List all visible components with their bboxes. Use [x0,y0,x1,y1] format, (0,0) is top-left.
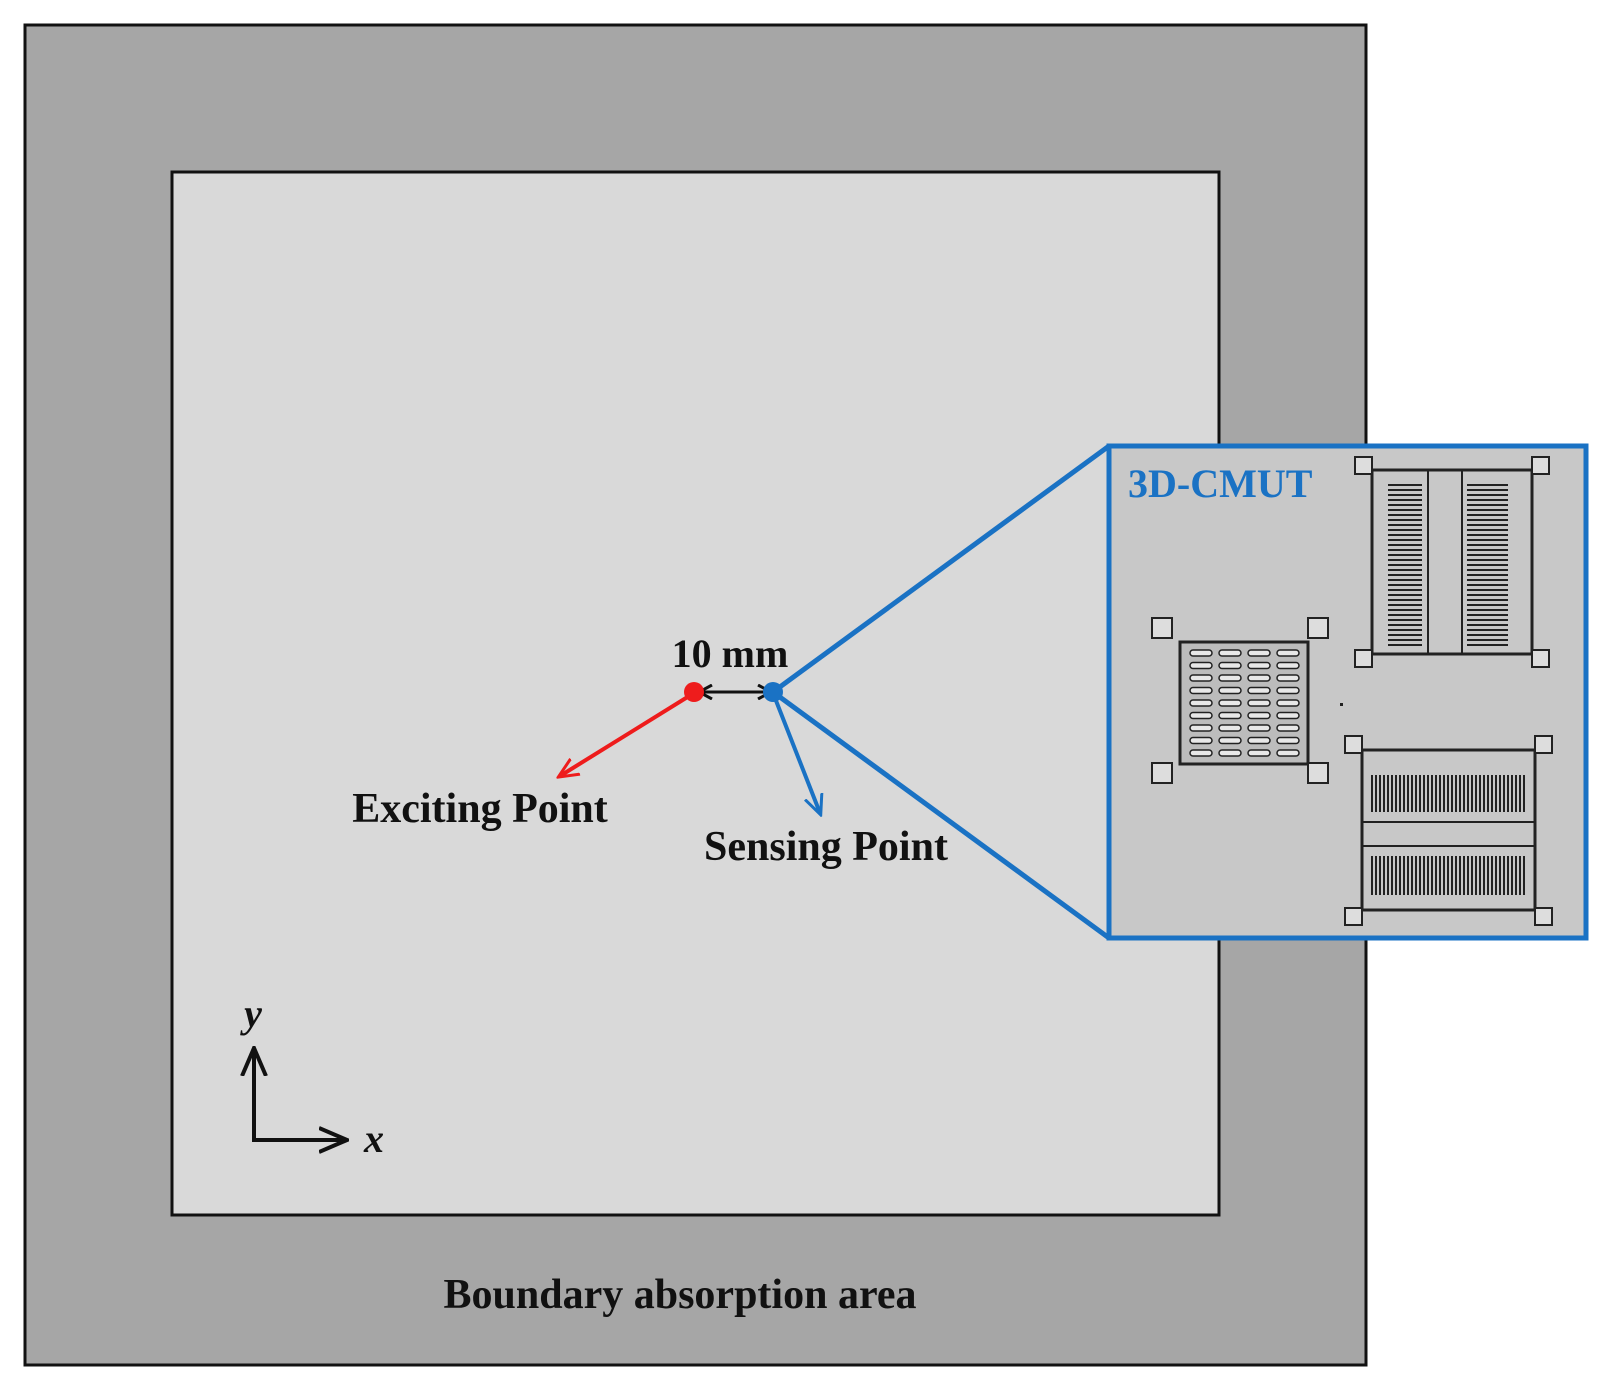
membrane-slot [1247,686,1271,695]
cmut-inset: 3D-CMUT [1106,443,1589,941]
exciting-pointer-arrow [560,691,696,776]
membrane-slot [1189,649,1213,657]
sensing-pointer-arrow [771,692,820,813]
membrane-slot [1247,724,1271,732]
membrane-slot [1276,749,1300,757]
cmut-device-horizontal [1344,735,1553,926]
membrane-slot [1276,736,1300,745]
membrane-slot [1189,749,1213,757]
membrane-slot [1276,724,1300,732]
membrane-slot [1276,661,1300,670]
membrane-slot [1276,711,1300,720]
membrane-slot [1218,674,1242,682]
membrane-slot [1247,649,1271,657]
zoom-line-top [771,443,1111,695]
boundary-label: Boundary absorption area [444,1272,917,1318]
membrane-slot [1218,661,1242,670]
membrane-slot [1189,674,1213,682]
membrane-slot [1189,686,1213,695]
cmut-device-vertical [1354,456,1550,668]
tiny-dot [1340,703,1343,706]
inset-title: 3D-CMUT [1128,461,1313,506]
membrane-slot [1218,736,1242,745]
xy-axes-icon [252,1050,345,1140]
sensing-point-label: Sensing Point [704,824,948,870]
membrane-slot [1247,674,1271,682]
membrane-slot [1218,686,1242,695]
axis-x-label: x [363,1116,384,1161]
distance-label: 10 mm [672,631,789,676]
membrane-slot [1247,661,1271,670]
axis-y-label: y [240,991,262,1036]
cmut-device-slotted [1151,617,1329,784]
sensing-point-blue-dot-icon [763,682,783,702]
membrane-slot [1189,699,1213,707]
membrane-slot [1218,711,1242,720]
membrane-slot [1247,711,1271,720]
membrane-slot [1189,711,1213,720]
membrane-slot [1276,674,1300,682]
membrane-slot [1218,649,1242,657]
membrane-slot [1276,699,1300,707]
membrane-slot [1189,724,1213,732]
membrane-slot [1247,749,1271,757]
membrane-slot [1218,749,1242,757]
membrane-slot [1189,736,1213,745]
membrane-slot [1247,699,1271,707]
membrane-slot [1276,649,1300,657]
membrane-slot [1247,736,1271,745]
membrane-slot [1189,661,1213,670]
membrane-slot [1218,699,1242,707]
membrane-slot [1276,686,1300,695]
membrane-slot [1218,724,1242,732]
exciting-point-red-dot-icon [684,682,704,702]
exciting-point-label: Exciting Point [352,786,608,832]
zoom-line-bottom [771,689,1111,941]
